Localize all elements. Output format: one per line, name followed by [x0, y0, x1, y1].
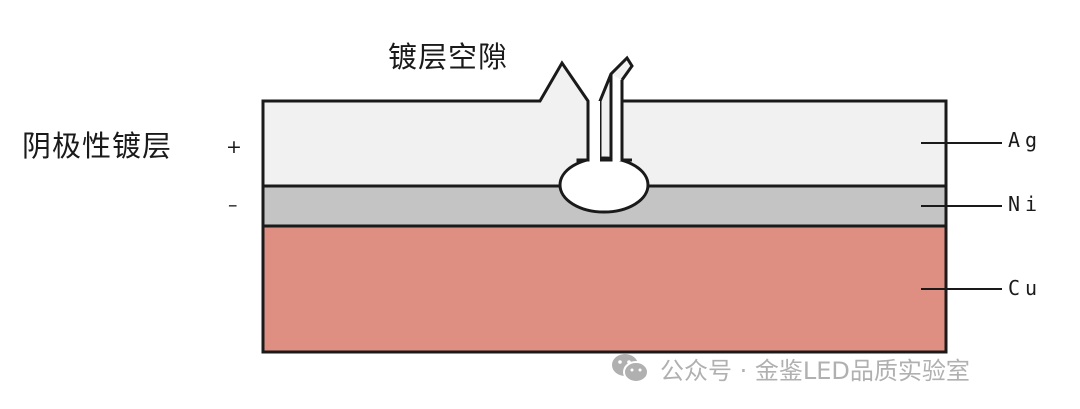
plus-sign: +: [226, 136, 242, 158]
ni-label: Ni: [1008, 192, 1043, 216]
wechat-icon: [612, 354, 649, 383]
ag-label: Ag: [1008, 128, 1043, 152]
minus-sign: –: [228, 194, 238, 216]
gap-channel: [588, 74, 622, 161]
cathodic-plating-label: 阴极性镀层: [22, 129, 173, 163]
gap-channel-outline: [576, 74, 632, 162]
cu-label: Cu: [1008, 276, 1043, 300]
watermark-text: 公众号 · 金鉴LED品质实验室: [660, 356, 970, 385]
watermark: 公众号 · 金鉴LED品质实验室: [610, 350, 970, 386]
plating-gap-label: 镀层空隙: [388, 40, 509, 74]
cu-layer: [261, 224, 948, 354]
plating-void: [558, 156, 650, 214]
